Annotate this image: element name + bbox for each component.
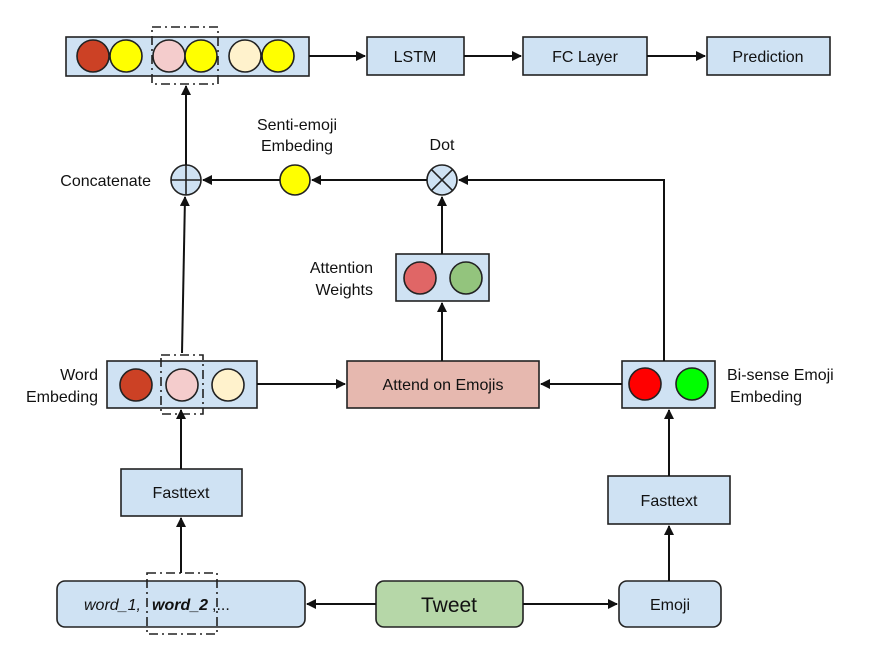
tweet-label: Tweet	[421, 594, 477, 617]
word-rest-label: ,...	[212, 597, 230, 614]
words-highlight-dashed	[146, 572, 218, 635]
concat-highlight-dashed	[151, 26, 219, 85]
word-embedding-label-line1: Word	[60, 367, 98, 384]
bisense-emoji-label-line1: Bi-sense Emoji	[727, 367, 834, 384]
word-1-label: word_1,	[84, 597, 141, 614]
fasttext-left-box	[120, 468, 243, 517]
lstm-box	[366, 36, 465, 76]
concat-circle-yellow-3	[261, 39, 295, 73]
dot-operator	[426, 164, 458, 196]
senti-emoji-embedding-circle	[279, 164, 311, 196]
attention-weight-circle-1	[403, 261, 437, 295]
prediction-label: Prediction	[732, 49, 803, 66]
concat-circle-yellow-1	[109, 39, 143, 73]
arrow-word-embedding-to-concatenate	[179, 196, 190, 354]
word-embedding-label-line2: Embeding	[26, 389, 98, 406]
dot-cross-b	[430, 168, 454, 192]
arrow-bisense-to-dot	[458, 175, 665, 361]
fc-layer-label: FC Layer	[552, 49, 618, 66]
word-embedding-circle-1	[119, 368, 153, 402]
lstm-label: LSTM	[394, 49, 437, 66]
attention-weights-label-line1: Attention	[310, 260, 373, 277]
fasttext-right-label: Fasttext	[641, 493, 698, 510]
concat-circle-yellow-2	[184, 39, 218, 73]
bisense-emoji-label-line2: Embeding	[730, 389, 802, 406]
connectors	[176, 51, 706, 609]
prediction-box	[706, 36, 831, 76]
concat-circle-pink	[152, 39, 186, 73]
concatenated-vector	[65, 26, 310, 85]
attention-weights-label-line2: Weights	[315, 282, 373, 299]
dot-label: Dot	[430, 137, 455, 154]
words-box	[56, 580, 306, 628]
concat-circle-cream	[228, 39, 262, 73]
bisense-emoji-circle-red	[628, 367, 662, 401]
bisense-emoji-circle-green	[675, 367, 709, 401]
word-2-label: word_2	[152, 597, 208, 614]
emoji-label: Emoji	[650, 597, 690, 614]
senti-emoji-label-line1: Senti-emoji	[257, 117, 337, 134]
fc-layer-box	[522, 36, 648, 76]
word-embedding-circle-2	[165, 368, 199, 402]
concatenate-label: Concatenate	[60, 173, 151, 190]
attention-weight-circle-2	[449, 261, 483, 295]
attend-on-emojis-label: Attend on Emojis	[383, 377, 504, 394]
concatenate-operator	[170, 164, 202, 196]
word-embedding-circle-3	[211, 368, 245, 402]
senti-emoji-label-line2: Embeding	[261, 138, 333, 155]
fasttext-right-box	[607, 475, 731, 525]
concat-circle-dark-red	[76, 39, 110, 73]
attend-on-emojis-box	[346, 360, 540, 409]
fasttext-left-label: Fasttext	[153, 485, 210, 502]
